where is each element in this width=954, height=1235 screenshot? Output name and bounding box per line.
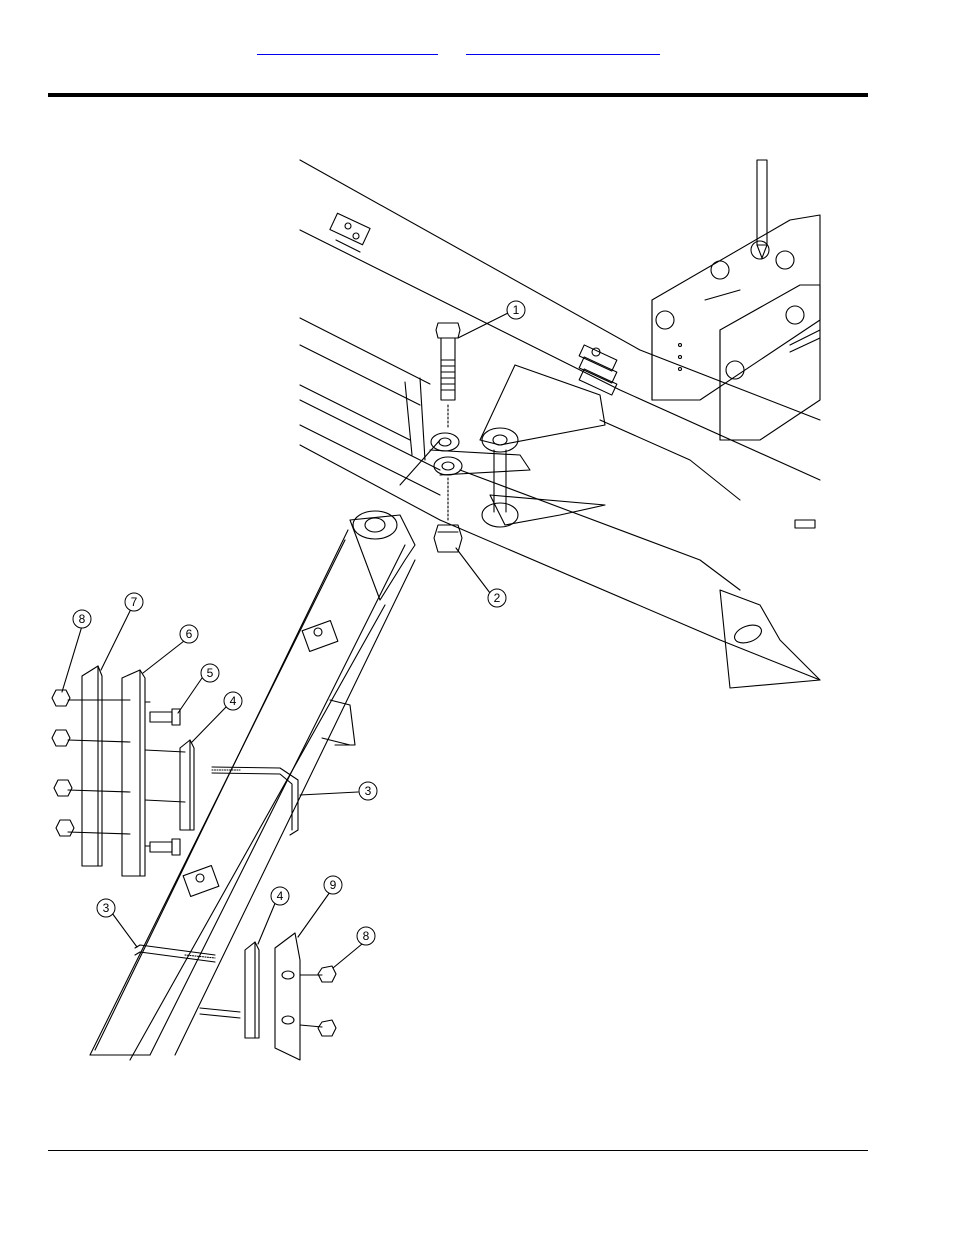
callout-label-3-lower: 3 [103, 901, 110, 915]
main-frame-beam [300, 160, 820, 688]
callout-label-4-upper: 4 [230, 694, 237, 708]
hose-clamp-top [330, 213, 370, 252]
callout-bubbles [73, 301, 525, 945]
wing-arm [90, 440, 440, 1060]
callout-label-4-lower: 4 [277, 889, 284, 903]
plate-6 [122, 670, 185, 876]
nuts-8-right [318, 966, 336, 1036]
u-bolt-lower [135, 945, 240, 1018]
callout-leaders [62, 313, 508, 968]
nut-2 [434, 478, 462, 552]
callout-label-3-upper: 3 [365, 784, 372, 798]
u-bolt-upper [212, 767, 298, 835]
plate-9 [275, 933, 322, 1060]
footer-rule [48, 1150, 868, 1151]
callout-label-1: 1 [513, 303, 520, 317]
bolt-1 [436, 323, 460, 428]
hose-clamp-stack [579, 345, 617, 395]
callout-label-2: 2 [494, 591, 501, 605]
callout-label-9: 9 [330, 878, 337, 892]
plate-4-upper [180, 740, 194, 830]
callout-label-6: 6 [186, 627, 193, 641]
plate-4-lower [245, 942, 259, 1038]
callout-label-5: 5 [207, 666, 214, 680]
callout-label-8-left: 8 [79, 612, 86, 626]
plate-7 [68, 666, 130, 866]
bolt-5 [150, 709, 180, 855]
callout-label-7: 7 [131, 595, 138, 609]
pivot-plate [430, 365, 605, 527]
hitch-assembly [652, 160, 820, 440]
callout-label-8-right: 8 [363, 929, 370, 943]
nuts-8-left [52, 690, 74, 836]
